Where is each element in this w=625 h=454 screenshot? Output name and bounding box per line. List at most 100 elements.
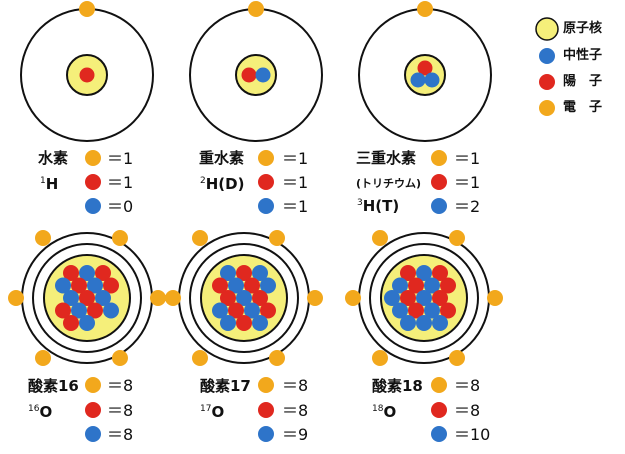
- electron: [35, 350, 51, 366]
- neutron: [220, 315, 236, 331]
- proton: [242, 68, 257, 83]
- neutron-key-dot: [258, 198, 274, 214]
- proton-count: ＝8: [282, 402, 308, 420]
- proton-count: ＝8: [454, 402, 480, 420]
- symbol-text: H: [46, 175, 59, 193]
- electron-key-dot: [431, 377, 447, 393]
- neutron: [256, 68, 271, 83]
- neutron-key-dot: [258, 426, 274, 442]
- mass-number: 16: [28, 404, 39, 414]
- symbol-text: O: [383, 403, 396, 421]
- proton-count: ＝1: [107, 174, 133, 192]
- atom-name: 酸素16: [28, 377, 79, 395]
- legend-neutron-swatch: [539, 48, 555, 64]
- symbol-text: H(T): [363, 197, 400, 215]
- symbol-text: H(D): [206, 175, 245, 193]
- electron: [248, 1, 264, 17]
- proton: [63, 315, 79, 331]
- electron: [372, 350, 388, 366]
- legend-neutron-label: 中性子: [563, 48, 602, 63]
- neutron: [411, 73, 426, 88]
- proton-key-dot: [85, 174, 101, 190]
- electron-key-dot: [258, 150, 274, 166]
- electron: [112, 230, 128, 246]
- legend-nucleus-label: 原子核: [563, 21, 602, 36]
- electron: [269, 230, 285, 246]
- legend-nucleus-swatch: [536, 18, 558, 40]
- neutron-count: ＝8: [107, 426, 133, 444]
- neutron: [416, 315, 432, 331]
- atom-symbol: 18O: [372, 400, 396, 421]
- atom-symbol: 2H(D): [200, 172, 244, 193]
- atom-name: 酸素18: [372, 377, 423, 395]
- electron: [165, 290, 181, 306]
- electron-count: ＝8: [282, 377, 308, 395]
- proton-key-dot: [431, 174, 447, 190]
- neutron-count: ＝10: [454, 426, 490, 444]
- neutron-key-dot: [85, 198, 101, 214]
- electron-key-dot: [85, 377, 101, 393]
- neutron: [425, 73, 440, 88]
- electron: [192, 230, 208, 246]
- electron-count: ＝1: [282, 150, 308, 168]
- electron: [307, 290, 323, 306]
- proton-key-dot: [258, 174, 274, 190]
- proton-key-dot: [431, 402, 447, 418]
- electron: [192, 350, 208, 366]
- proton-count: ＝1: [282, 174, 308, 192]
- electron-count: ＝1: [454, 150, 480, 168]
- electron-key-dot: [431, 150, 447, 166]
- legend-nucleus: 原子核: [563, 21, 602, 37]
- neutron-key-dot: [431, 198, 447, 214]
- atom-name: 水素: [38, 149, 68, 167]
- electron-key-dot: [258, 377, 274, 393]
- atom-name: 三重水素: [356, 149, 416, 167]
- legend-neutron: 中性子: [563, 48, 602, 64]
- electron-count: ＝1: [107, 150, 133, 168]
- electron: [417, 1, 433, 17]
- atom-name: 酸素17: [200, 377, 251, 395]
- electron: [35, 230, 51, 246]
- proton-key-dot: [258, 402, 274, 418]
- mass-number: 18: [372, 404, 383, 414]
- neutron-key-dot: [431, 426, 447, 442]
- legend-proton-label: 陽 子: [563, 74, 602, 89]
- legend-electron-label: 電 子: [563, 100, 602, 115]
- electron: [372, 230, 388, 246]
- atom-symbol: 1H: [40, 172, 58, 193]
- neutron: [103, 303, 119, 319]
- legend-proton-swatch: [539, 74, 555, 90]
- neutron-count: ＝0: [107, 198, 133, 216]
- neutron: [432, 315, 448, 331]
- electron-count: ＝8: [107, 377, 133, 395]
- legend-electron: 電 子: [563, 100, 602, 116]
- electron-key-dot: [85, 150, 101, 166]
- neutron-count: ＝9: [282, 426, 308, 444]
- atom-symbol: 17O: [200, 400, 224, 421]
- symbol-text: O: [39, 403, 52, 421]
- electron: [345, 290, 361, 306]
- neutron-count: ＝2: [454, 198, 480, 216]
- electron-count: ＝8: [454, 377, 480, 395]
- legend-electron-swatch: [539, 100, 555, 116]
- neutron: [252, 315, 268, 331]
- electron: [449, 230, 465, 246]
- proton-key-dot: [85, 402, 101, 418]
- mass-number: 17: [200, 404, 211, 414]
- proton: [80, 68, 95, 83]
- neutron: [400, 315, 416, 331]
- atom-symbol: 3H(T): [357, 194, 399, 215]
- atom-name: 重水素: [199, 149, 244, 167]
- neutron-key-dot: [85, 426, 101, 442]
- atom-symbol: 16O: [28, 400, 52, 421]
- electron: [79, 1, 95, 17]
- electron: [449, 350, 465, 366]
- legend-proton: 陽 子: [563, 74, 602, 90]
- proton: [236, 315, 252, 331]
- electron: [487, 290, 503, 306]
- electron: [112, 350, 128, 366]
- electron: [150, 290, 166, 306]
- electron: [8, 290, 24, 306]
